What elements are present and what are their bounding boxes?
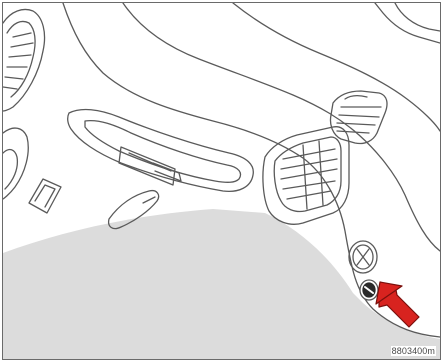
center-air-vents xyxy=(263,127,349,225)
lock-cylinder xyxy=(360,280,378,300)
car-interior-illustration xyxy=(3,3,440,359)
round-control-knob xyxy=(349,241,377,273)
dashboard-top-right-vent-outline xyxy=(375,3,440,43)
side-panel-left xyxy=(3,128,28,199)
side-air-vent xyxy=(3,10,45,112)
dashboard-top-edge xyxy=(233,3,440,131)
image-reference-code: 8803400m xyxy=(391,346,436,356)
lower-compartment-opening xyxy=(68,110,254,192)
